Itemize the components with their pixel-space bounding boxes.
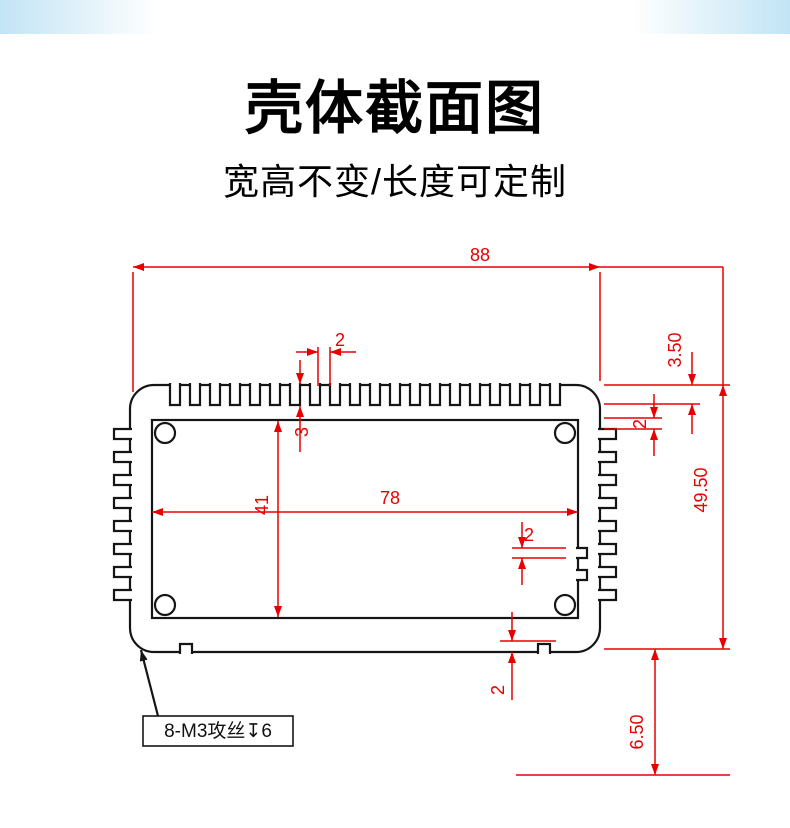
- dim-text-top-fin-height: 3: [292, 427, 312, 437]
- left-fins: [112, 427, 132, 602]
- screw-boss: [553, 421, 577, 445]
- top-banner: [0, 0, 790, 34]
- inner-wall-grooves: [576, 546, 589, 582]
- screw-boss: [153, 421, 177, 445]
- dim-top-wall-thickness: 3.50: [604, 332, 730, 434]
- screw-boss: [153, 593, 177, 617]
- dim-text-inner-width: 78: [380, 488, 400, 508]
- dim-overall-width: 88: [132, 248, 723, 392]
- dim-text-bottom-section: 6.50: [627, 714, 647, 749]
- dim-side-groove: 2: [512, 522, 566, 585]
- note-leader-line: [139, 649, 160, 717]
- dim-text-inner-height: 41: [252, 495, 272, 515]
- dim-text-overall-width: 88: [470, 248, 490, 265]
- tapped-hole-note: 8-M3攻丝↧6: [139, 649, 294, 747]
- dim-right-groove: 2: [604, 394, 662, 456]
- note-text: 8-M3攻丝↧6: [164, 720, 272, 742]
- dim-text-overall-height: 49.50: [691, 467, 711, 512]
- screw-bosses: [153, 421, 577, 617]
- inner-cavity: [150, 418, 580, 620]
- dim-text-side-groove: 2: [524, 525, 534, 545]
- dim-inner-height: 41: [252, 421, 282, 617]
- top-fins: [168, 383, 562, 407]
- page-subtitle: 宽高不变/长度可定制: [222, 161, 567, 202]
- dim-overall-height: 49.50: [604, 267, 730, 650]
- dim-text-right-groove: 2: [630, 419, 650, 429]
- dim-text-bottom-groove: 2: [488, 685, 508, 695]
- note-box: [142, 715, 294, 747]
- dim-text-top-wall: 3.50: [665, 332, 685, 367]
- dim-inner-width: 78: [152, 488, 578, 516]
- screw-boss: [553, 593, 577, 617]
- dim-top-fin-pitch: 2: [296, 330, 356, 386]
- cross-section-drawing: 88 2 3 78 41 3.50 2 49.50: [112, 248, 730, 776]
- page-title: 壳体截面图: [244, 76, 545, 141]
- dim-bottom-groove: 2: [488, 612, 556, 700]
- bottom-grooves: [178, 642, 552, 654]
- dim-top-fin-height: 3: [292, 360, 312, 452]
- dim-text-top-fin-pitch: 2: [335, 330, 345, 350]
- enclosure-body: [112, 383, 618, 654]
- right-fins: [598, 427, 618, 602]
- dim-bottom-section: 6.50: [516, 649, 730, 776]
